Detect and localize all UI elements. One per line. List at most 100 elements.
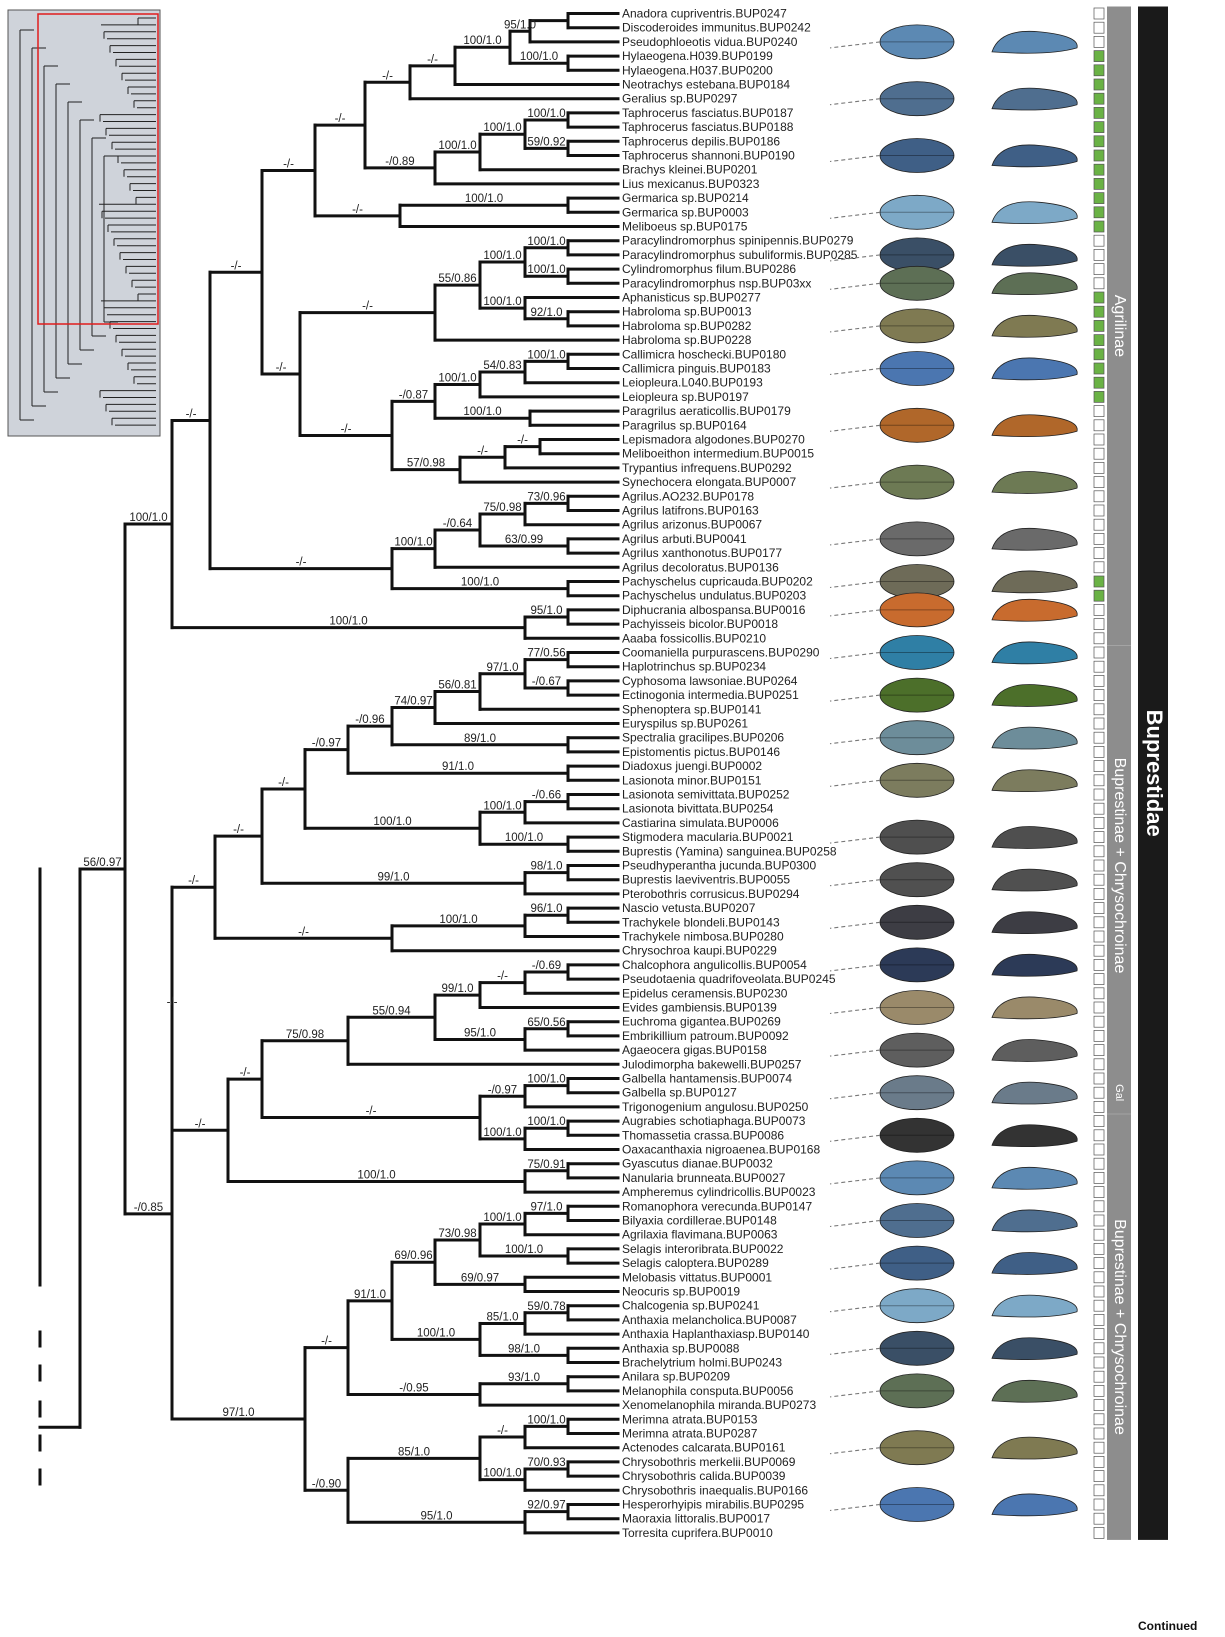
- support-value: 75/0.91: [527, 1159, 565, 1171]
- photo-leader-line: [830, 1178, 880, 1184]
- state-box: [1094, 477, 1104, 488]
- state-box: [1094, 249, 1104, 260]
- state-box: [1094, 406, 1104, 417]
- state-box: [1094, 562, 1104, 573]
- taxon-label: Melobasis vittatus.BUP0001: [622, 1270, 772, 1284]
- taxon-label: Brachelytrium holmi.BUP0243: [622, 1356, 782, 1370]
- state-box: [1094, 590, 1104, 601]
- state-box: [1094, 278, 1104, 289]
- state-box: [1094, 1314, 1104, 1325]
- state-box: [1094, 1286, 1104, 1297]
- taxon-label: Paragrilus aeraticollis.BUP0179: [622, 404, 791, 418]
- taxon-label: Callimicra pinguis.BUP0183: [622, 362, 771, 376]
- photo-leader-line: [830, 326, 880, 332]
- support-value: 97/1.0: [223, 1407, 255, 1419]
- support-value: -/-: [278, 777, 289, 789]
- support-value: 100/1.0: [527, 1116, 565, 1128]
- beetle-photo-pair: [880, 1289, 1077, 1323]
- state-box: [1094, 675, 1104, 686]
- state-box: [1094, 604, 1104, 615]
- taxon-label: Habroloma sp.BUP0282: [622, 319, 752, 333]
- state-box: [1094, 860, 1104, 871]
- state-box: [1094, 1229, 1104, 1240]
- support-value: 100/1.0: [527, 349, 565, 361]
- support-value: 92/0.97: [527, 1500, 565, 1512]
- support-value: 54/0.83: [483, 360, 521, 372]
- photo-leader-line: [830, 1306, 880, 1312]
- support-value: 85/1.0: [487, 1311, 519, 1323]
- state-box: [1094, 761, 1104, 772]
- state-box: [1094, 1116, 1104, 1127]
- state-box: [1094, 207, 1104, 218]
- state-box: [1094, 832, 1104, 843]
- beetle-photo-pair: [880, 1204, 1077, 1238]
- taxon-label: Hylaeogena.H037.BUP0200: [622, 63, 773, 77]
- state-box: [1094, 874, 1104, 885]
- taxon-label: Coomaniella purpurascens.BUP0290: [622, 646, 820, 660]
- state-box: [1094, 36, 1104, 47]
- taxon-label: Pachyschelus cupricauda.BUP0202: [622, 575, 813, 589]
- state-box: [1094, 1414, 1104, 1425]
- state-box: [1094, 1442, 1104, 1453]
- support-value: 97/1.0: [487, 662, 519, 674]
- state-box: [1094, 746, 1104, 757]
- taxon-label: Habroloma sp.BUP0228: [622, 333, 752, 347]
- subfamily-label: Gal: [1113, 1084, 1125, 1101]
- taxon-label: Discoderoides immunitus.BUP0242: [622, 21, 811, 35]
- support-value: 100/1.0: [417, 1327, 455, 1339]
- beetle-photo-pair: [880, 1488, 1077, 1522]
- support-value: -/-: [188, 875, 199, 887]
- taxon-label: Agaeocera gigas.BUP0158: [622, 1043, 767, 1057]
- beetle-photo-pair: [880, 408, 1077, 442]
- taxon-label: Bilyaxia cordillerae.BUP0148: [622, 1214, 777, 1228]
- support-value: -/-: [186, 408, 197, 420]
- state-box: [1094, 959, 1104, 970]
- subfamily-label: Buprestinae + Chrysochroinae: [1111, 1219, 1128, 1435]
- taxon-label: Diadoxus juengi.BUP0002: [622, 759, 762, 773]
- taxon-label: Ectinogonia intermedia.BUP0251: [622, 688, 799, 702]
- support-value: -/0.67: [532, 676, 561, 688]
- taxon-label: Anilara sp.BUP0209: [622, 1370, 730, 1384]
- beetle-photo-pair: [880, 593, 1077, 627]
- taxon-label: Chrysobothris inaequalis.BUP0166: [622, 1483, 808, 1497]
- state-box: [1094, 150, 1104, 161]
- support-value: 100/1.0: [463, 406, 501, 418]
- support-value: 100/1.0: [527, 236, 565, 248]
- support-value: 100/1.0: [461, 577, 499, 589]
- taxon-label: Trypantius infrequens.BUP0292: [622, 461, 792, 475]
- state-box: [1094, 1456, 1104, 1467]
- state-box: [1094, 888, 1104, 899]
- photo-leader-line: [830, 1050, 880, 1056]
- photo-leader-line: [830, 1391, 880, 1397]
- support-value: 92/1.0: [531, 307, 563, 319]
- support-value: -/-: [276, 362, 287, 374]
- support-value: 65/0.56: [527, 1017, 565, 1029]
- taxon-label: Cylindromorphus filum.BUP0286: [622, 262, 796, 276]
- taxon-label: Trachykele nimbosa.BUP0280: [622, 930, 784, 944]
- support-value: 91/1.0: [442, 761, 474, 773]
- support-value: 98/1.0: [508, 1343, 540, 1355]
- taxon-label: Epidelus ceramensis.BUP0230: [622, 986, 788, 1000]
- support-value: -/-: [296, 557, 307, 569]
- taxon-label: Buprestis laeviventris.BUP0055: [622, 873, 790, 887]
- state-box: [1094, 903, 1104, 914]
- support-value: 100/1.0: [329, 616, 367, 628]
- subfamily-label: Agrilinae: [1111, 295, 1128, 357]
- taxon-label: Romanophora verecunda.BUP0147: [622, 1199, 812, 1213]
- photo-leader-line: [830, 1008, 880, 1014]
- subfamily-bars: AgrilinaeBuprestinae + ChrysochroinaeGal…: [1107, 7, 1168, 1540]
- photo-leader-line: [830, 610, 880, 616]
- support-value: 75/0.98: [286, 1029, 324, 1041]
- state-box: [1094, 704, 1104, 715]
- state-box: [1094, 1300, 1104, 1311]
- subfamily-label: Buprestinae + Chrysochroinae: [1111, 758, 1128, 974]
- state-box: [1094, 690, 1104, 701]
- state-box: [1094, 775, 1104, 786]
- taxon-label: Epistomentis pictus.BUP0146: [622, 745, 780, 759]
- state-box: [1094, 1030, 1104, 1041]
- taxon-label: Euryspilus sp.BUP0261: [622, 717, 748, 731]
- taxon-label: Haplotrinchus sp.BUP0234: [622, 660, 766, 674]
- taxon-label: Chrysochroa kaupi.BUP0229: [622, 944, 777, 958]
- state-box: [1094, 1073, 1104, 1084]
- support-value: 100/1.0: [483, 1127, 521, 1139]
